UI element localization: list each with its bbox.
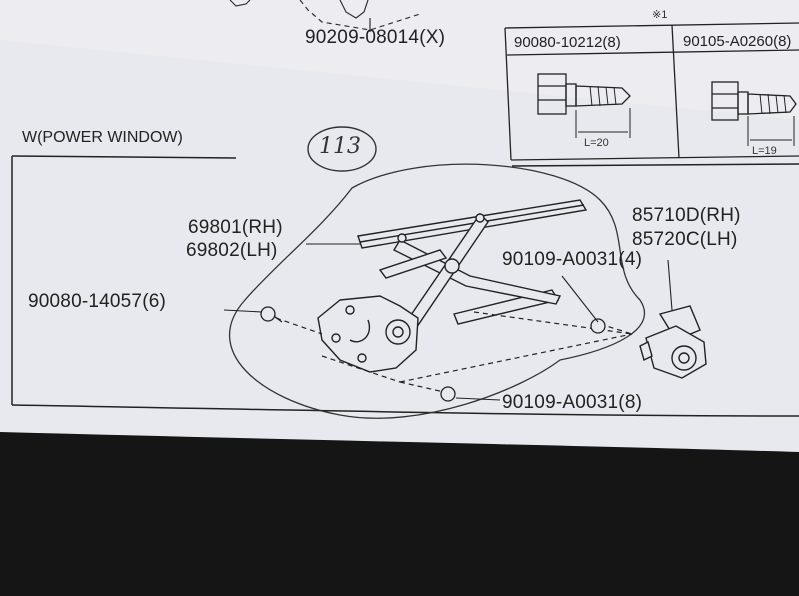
bolt-icon xyxy=(711,81,797,146)
fastener-part-2: 90105-A0260(8) xyxy=(683,33,792,50)
fastener-length-2: L=19 xyxy=(752,145,777,157)
window-motor xyxy=(639,305,707,379)
handwritten-outline xyxy=(228,163,646,419)
mounting-dashes xyxy=(275,311,633,393)
top-partial-label: 90209-08014(X) xyxy=(305,27,446,48)
fastener-length-1: L=20 xyxy=(584,137,609,149)
callout-regulator-lh: 69802(LH) xyxy=(186,240,278,261)
section-title: W(POWER WINDOW) xyxy=(22,129,183,146)
bolt-icon xyxy=(440,386,456,402)
leader-lines xyxy=(223,243,673,401)
top-partial-diagram xyxy=(229,0,421,32)
fastener-table xyxy=(504,22,799,161)
window-regulator xyxy=(317,199,588,373)
section-frame xyxy=(11,155,799,417)
note-mark: ※1 xyxy=(652,9,668,21)
handwritten-number: 113 xyxy=(319,134,361,159)
callout-bolt-lower: 90109-A0031(8) xyxy=(502,392,643,413)
callout-motor-rh: 85710D(RH) xyxy=(632,205,741,226)
bolt-icon xyxy=(260,306,283,323)
bolt-icon xyxy=(537,73,631,138)
handwritten-circle xyxy=(307,126,377,172)
callout-regulator-rh: 69801(RH) xyxy=(188,217,283,238)
fastener-part-1: 90080-10212(8) xyxy=(514,34,621,51)
callout-motor-lh: 85720C(LH) xyxy=(632,229,738,250)
paper-highlight xyxy=(0,0,799,120)
paper-sheet xyxy=(0,0,799,452)
callout-bolt-left: 90080-14057(6) xyxy=(28,291,167,312)
bolt-icon xyxy=(590,318,606,334)
callout-bolt-upper: 90109-A0031(4) xyxy=(502,249,643,270)
